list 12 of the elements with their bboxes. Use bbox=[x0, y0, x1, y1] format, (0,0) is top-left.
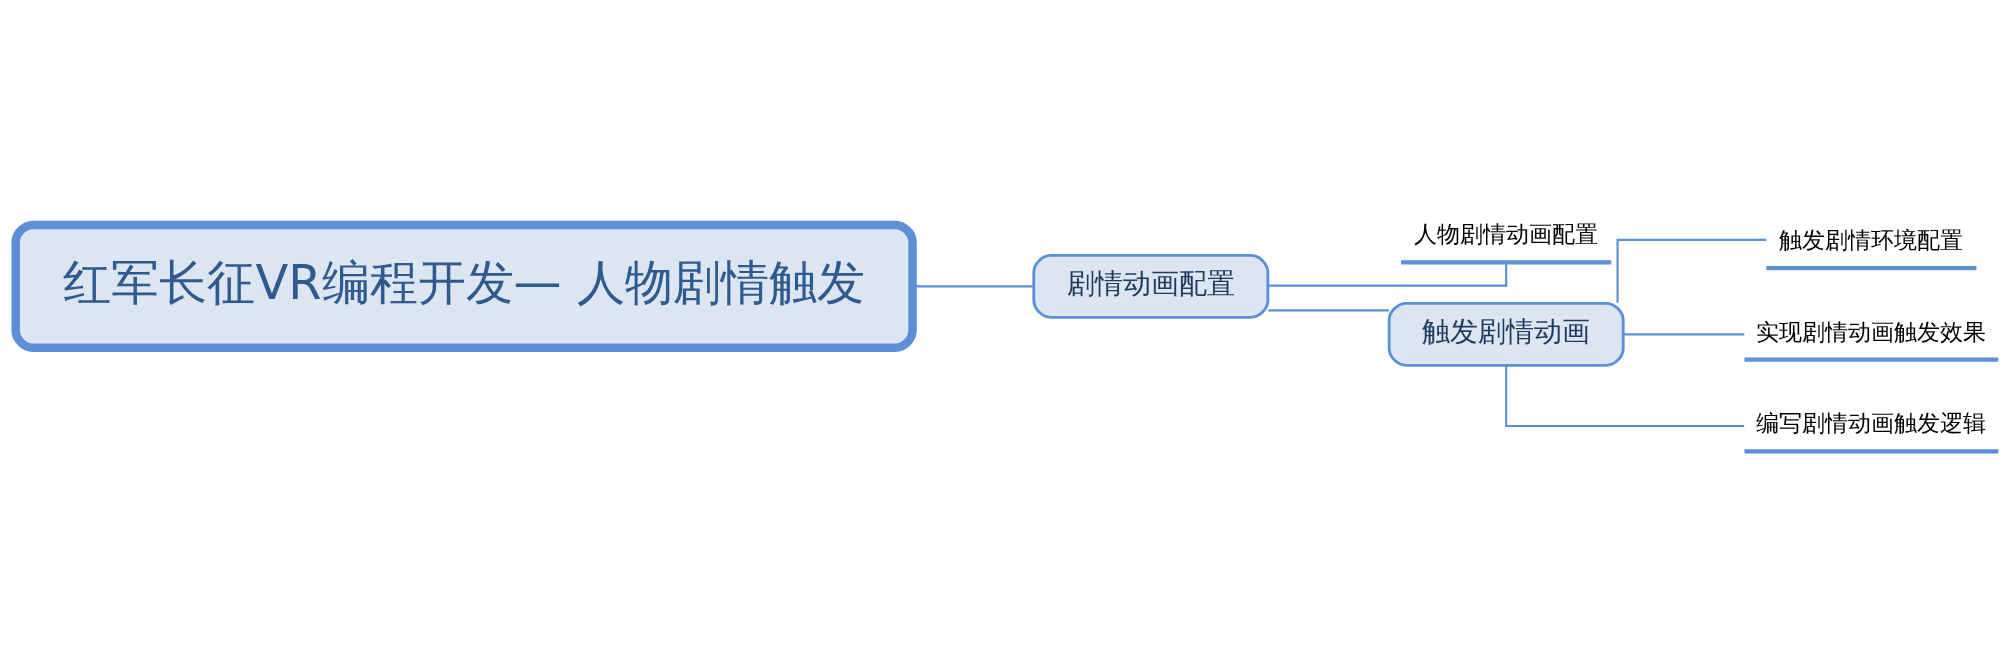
connector bbox=[1616, 238, 1767, 303]
connector bbox=[1623, 332, 1745, 335]
node-text: 人物剧情动画配置 bbox=[1414, 220, 1599, 247]
node-text: 触发剧情环境配置 bbox=[1779, 226, 1964, 253]
node-box: 剧情动画配置 bbox=[1032, 253, 1270, 319]
node-text: 编写剧情动画触发逻辑 bbox=[1756, 409, 1987, 436]
node-box: 触发剧情动画 bbox=[1387, 301, 1625, 367]
node-text: 实现剧情动画触发效果 bbox=[1756, 318, 1987, 345]
node-box: 红军长征VR编程开发— 人物剧情触发 bbox=[11, 220, 917, 352]
connector bbox=[1268, 308, 1389, 311]
connector bbox=[1268, 262, 1508, 287]
connector bbox=[1505, 364, 1745, 427]
